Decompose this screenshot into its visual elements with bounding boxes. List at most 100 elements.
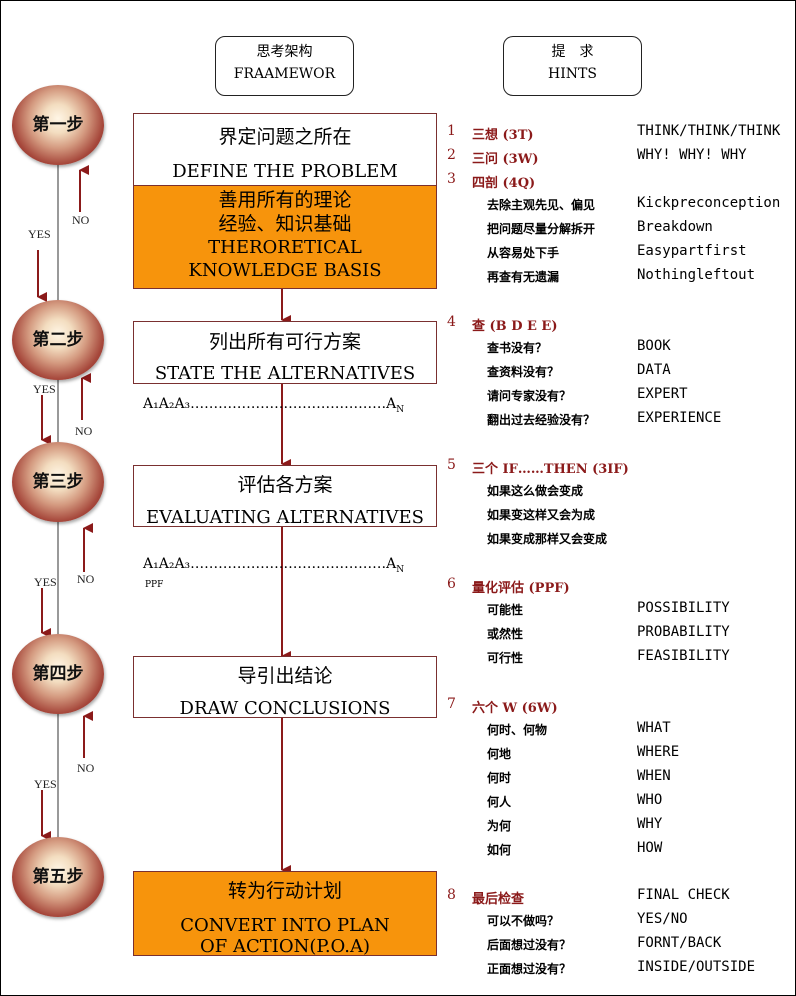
hints-header-cn: 提 求 [551, 44, 594, 60]
hint-6-item-cn: 可能性 [487, 603, 524, 617]
draw-conclusions-cn: 导引出结论 [237, 665, 333, 687]
step-3-circle: 第三步 [12, 442, 104, 522]
no-label-1: NO [72, 213, 90, 227]
hint-8-item-cn: 可以不做吗？ [487, 914, 560, 928]
step-2-circle: 第二步 [12, 300, 104, 380]
hint-5-title: 三个 IF……THEN (3IF) [472, 462, 629, 477]
yes-label-2: YES [33, 382, 56, 396]
hint-3-number: 3 [447, 171, 456, 187]
define-problem-cn: 界定问题之所在 [218, 126, 352, 148]
hint-4-item-cn: 查书没有？ [487, 341, 548, 355]
hint-7-item-cn: 何时 [487, 771, 512, 785]
convert-plan-cn: 转为行动计划 [227, 880, 342, 902]
framework-header: 思考架构 FRAAMEWOR [215, 36, 354, 96]
hint-8-item-en: FORNT/BACK [637, 935, 722, 951]
hint-6-item-en: POSSIBILITY [637, 600, 730, 616]
alternatives-sequence-2: A₁A₂A₃……………………………………AN [143, 556, 404, 575]
theory-en-1: THERORETICAL [208, 237, 362, 258]
define-problem-en: DEFINE THE PROBLEM [172, 161, 398, 182]
yes-label-4: YES [34, 777, 57, 791]
yes-label-3: YES [34, 575, 57, 589]
hint-4-item-cn: 查资料没有？ [487, 365, 560, 379]
hint-4-item-en: DATA [637, 362, 671, 378]
hint-4-item-cn: 请问专家没有？ [487, 389, 572, 403]
state-alternatives-box: 列出所有可行方案 STATE THE ALTERNATIVES [133, 321, 437, 384]
hint-7-item-cn: 为何 [487, 819, 512, 833]
state-alternatives-en: STATE THE ALTERNATIVES [154, 363, 416, 384]
hint-7-item-en: WHEN [637, 768, 671, 784]
theory-cn-2: 经验、知识基础 [218, 213, 352, 235]
hint-3-item-cn: 再查有无遗漏 [487, 270, 560, 284]
draw-conclusions-box: 导引出结论 DRAW CONCLUSIONS [133, 656, 437, 719]
theory-cn-1: 善用所有的理论 [218, 189, 352, 211]
step-4-circle: 第四步 [12, 634, 104, 714]
alternatives-sequence-1-text: A₁A₂A₃……………………………………A [143, 396, 397, 412]
hint-1-en: THINK/THINK/THINK [637, 123, 781, 139]
hint-7-item-en: WHO [637, 792, 663, 808]
hint-2-title: 三问 (3W) [472, 152, 539, 167]
framework-header-cn: 思考架构 [256, 44, 313, 60]
convert-plan-en-2: OF ACTION(P.O.A) [199, 936, 370, 957]
hint-7-item-en: WHERE [637, 744, 680, 760]
hint-6-number: 6 [447, 576, 456, 592]
hint-7-item-cn: 何时、何物 [487, 723, 548, 737]
hint-3-title: 四剖 (4Q) [472, 176, 536, 191]
hint-1-title: 三想 (3T) [472, 128, 534, 143]
hint-7-item-cn: 何地 [487, 747, 512, 761]
hint-3-item-en: Breakdown [637, 219, 713, 235]
hint-8-item-cn: 后面想过没有？ [487, 938, 572, 952]
hint-7-item-en: WHY [637, 816, 663, 832]
state-alternatives-cn: 列出所有可行方案 [208, 331, 361, 353]
no-label-2: NO [75, 424, 93, 438]
yes-label-1: YES [28, 227, 51, 241]
hint-5-item: 如果变成那样又会变成 [487, 532, 608, 546]
hint-3-item-cn: 从容易处下手 [487, 246, 560, 260]
draw-conclusions-en: DRAW CONCLUSIONS [179, 698, 391, 719]
hint-5-item: 如果这么做会变成 [487, 484, 584, 498]
hint-4-item-cn: 翻出过去经验没有？ [487, 413, 596, 427]
alternatives-sequence-2-sub: N [396, 564, 405, 575]
hint-3-item-en: Kickpreconception [637, 195, 781, 211]
define-problem-box: 界定问题之所在 DEFINE THE PROBLEM [133, 113, 437, 187]
hint-6-item-en: PROBABILITY [637, 624, 730, 640]
framework-header-en: FRAAMEWOR [233, 66, 336, 82]
hint-8-number: 8 [447, 887, 456, 903]
theory-en-2: KNOWLEDGE BASIS [188, 260, 382, 281]
hint-3-item-cn: 去除主观先见、偏见 [487, 198, 596, 212]
hint-7-item-en: WHAT [637, 720, 671, 736]
hint-5-item: 如果变这样又会为成 [487, 508, 596, 522]
theory-box: 善用所有的理论 经验、知识基础 THERORETICAL KNOWLEDGE B… [133, 185, 437, 289]
alternatives-sequence-1-sub: N [396, 404, 405, 415]
hint-8-title: 最后检查 [472, 892, 525, 907]
hint-4-item-en: EXPERT [637, 386, 688, 402]
convert-plan-box: 转为行动计划 CONVERT INTO PLAN OF ACTION(P.O.A… [133, 871, 437, 957]
hint-7-number: 7 [447, 696, 456, 712]
hint-6-item-cn: 或然性 [487, 627, 524, 641]
hint-7-item-cn: 如何 [487, 843, 512, 857]
hint-4-item-en: BOOK [637, 338, 671, 354]
hint-8-item-cn: 正面想过没有？ [487, 962, 572, 976]
hints-header-en: HINTS [548, 66, 597, 82]
convert-plan-en-1: CONVERT INTO PLAN [180, 915, 390, 936]
hint-6-title: 量化评估 (PPF) [472, 581, 570, 596]
hint-7-title: 六个 W (6W) [472, 701, 558, 716]
alternatives-sequence-1: A₁A₂A₃……………………………………AN [143, 396, 404, 415]
step-5-circle: 第五步 [12, 837, 104, 917]
hint-8-item-en: INSIDE/OUTSIDE [637, 959, 756, 975]
ppf-label: PPF [145, 580, 164, 590]
evaluate-alternatives-box: 评估各方案 EVALUATING ALTERNATIVES [133, 465, 437, 528]
hint-4-number: 4 [447, 314, 456, 330]
hint-4-item-en: EXPERIENCE [637, 410, 722, 426]
hint-3-item-cn: 把问题尽量分解拆开 [487, 222, 596, 236]
alternatives-sequence-2-text: A₁A₂A₃……………………………………A [143, 556, 397, 572]
hint-2-number: 2 [447, 147, 456, 163]
no-label-4: NO [77, 761, 95, 775]
step-1-circle: 第一步 [12, 85, 104, 165]
hint-3-item-en: Nothingleftout [637, 267, 756, 283]
hint-3-item-en: Easypartfirst [637, 243, 747, 259]
hint-6-item-en: FEASIBILITY [637, 648, 730, 664]
hint-7-item-cn: 何人 [487, 795, 512, 809]
evaluate-alternatives-en: EVALUATING ALTERNATIVES [145, 507, 424, 528]
hint-7-item-en: HOW [637, 840, 663, 856]
